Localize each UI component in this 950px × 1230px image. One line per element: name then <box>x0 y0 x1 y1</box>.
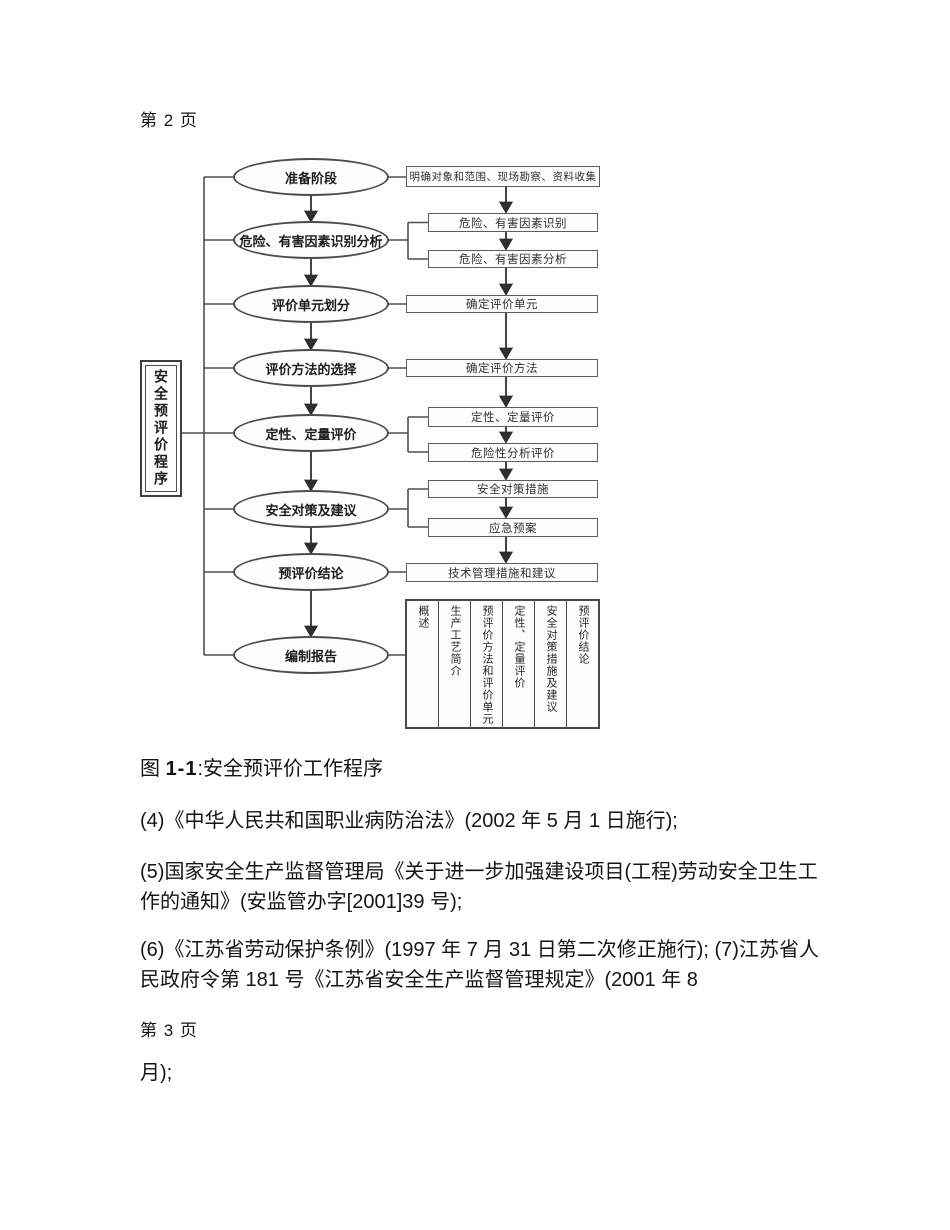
stage-label: 危险、有害因素识别分析 <box>239 233 383 249</box>
flowchart-figure: 安全预评价程序 准备阶段 危险、有害因素识别分析 评价单元划分 评价方法的选择 … <box>140 150 640 740</box>
figure-caption-number: 1-1 <box>165 758 198 780</box>
figure-caption-title: :安全预评价工作程序 <box>197 758 384 780</box>
paragraph-item-4: (4)《中华人民共和国职业病防治法》(2002 年 5 月 1 日施行); <box>140 810 678 832</box>
detail-box-5: 确定评价方法 <box>406 359 598 377</box>
figure-caption: 图 1-1:安全预评价工作程序 <box>140 752 383 781</box>
report-column-6: 预评价结论 <box>567 601 598 727</box>
stage-label: 准备阶段 <box>284 170 337 186</box>
detail-box-8: 安全对策措施 <box>428 480 598 498</box>
stage-ellipse-8: 编制报告 <box>233 636 389 674</box>
detail-box-6: 定性、定量评价 <box>428 407 598 427</box>
figure-caption-word: 图 <box>140 758 166 780</box>
stage-ellipse-3: 评价单元划分 <box>233 285 389 323</box>
detail-box-10: 技术管理措施和建议 <box>406 563 598 582</box>
paragraph-item-5: (5)国家安全生产监督管理局《关于进一步加强建设项目(工程)劳动安全卫生工作的通… <box>140 861 818 913</box>
stage-label: 评价单元划分 <box>271 297 350 313</box>
stage-label: 预评价结论 <box>278 565 344 581</box>
report-column-label: 预评价方法和评价单元 <box>481 605 493 725</box>
stage-ellipse-6: 安全对策及建议 <box>233 490 389 528</box>
stage-label: 编制报告 <box>284 648 337 664</box>
stage-label: 定性、定量评价 <box>265 426 357 442</box>
report-column-label: 定性、定量评价 <box>513 605 525 689</box>
detail-box-3: 危险、有害因素分析 <box>428 250 598 268</box>
report-column-label: 安全对策措施及建议 <box>545 605 557 713</box>
side-label-box: 安全预评价程序 <box>140 360 182 497</box>
report-column-1: 概述 <box>407 601 439 727</box>
side-label: 安全预评价程序 <box>153 369 169 488</box>
stage-ellipse-5: 定性、定量评价 <box>233 414 389 452</box>
detail-box-2: 危险、有害因素识别 <box>428 213 598 232</box>
report-column-5: 安全对策措施及建议 <box>535 601 567 727</box>
stage-ellipse-7: 预评价结论 <box>233 553 389 591</box>
report-column-label: 预评价结论 <box>577 605 589 665</box>
stage-label: 安全对策及建议 <box>265 502 357 518</box>
stage-ellipse-1: 准备阶段 <box>233 158 389 196</box>
report-column-4: 定性、定量评价 <box>503 601 535 727</box>
page-3-label: 第 3 页 <box>140 1021 198 1040</box>
detail-box-1: 明确对象和范围、现场勘察、资料收集 <box>406 166 600 187</box>
stage-ellipse-2: 危险、有害因素识别分析 <box>233 221 389 259</box>
report-structure-table: 概述 生产工艺简介 预评价方法和评价单元 定性、定量评价 安全对策措施及建议 预… <box>405 599 600 729</box>
bracket-lines <box>182 176 260 656</box>
stage-label: 评价方法的选择 <box>265 361 357 377</box>
detail-box-9: 应急预案 <box>428 518 598 537</box>
stage-ellipse-4: 评价方法的选择 <box>233 349 389 387</box>
report-column-label: 概述 <box>417 605 429 629</box>
report-column-2: 生产工艺简介 <box>439 601 471 727</box>
side-label-inner-frame: 安全预评价程序 <box>145 365 177 492</box>
page-2-label: 第 2 页 <box>140 111 198 130</box>
paragraph-item-7-cont: 月); <box>140 1062 173 1084</box>
paragraph-item-6-7: (6)《江苏省劳动保护条例》(1997 年 7 月 31 日第二次修正施行); … <box>140 939 819 991</box>
detail-box-4: 确定评价单元 <box>406 295 598 313</box>
report-column-3: 预评价方法和评价单元 <box>471 601 503 727</box>
detail-box-7: 危险性分析评价 <box>428 443 598 462</box>
report-column-label: 生产工艺简介 <box>449 605 461 677</box>
